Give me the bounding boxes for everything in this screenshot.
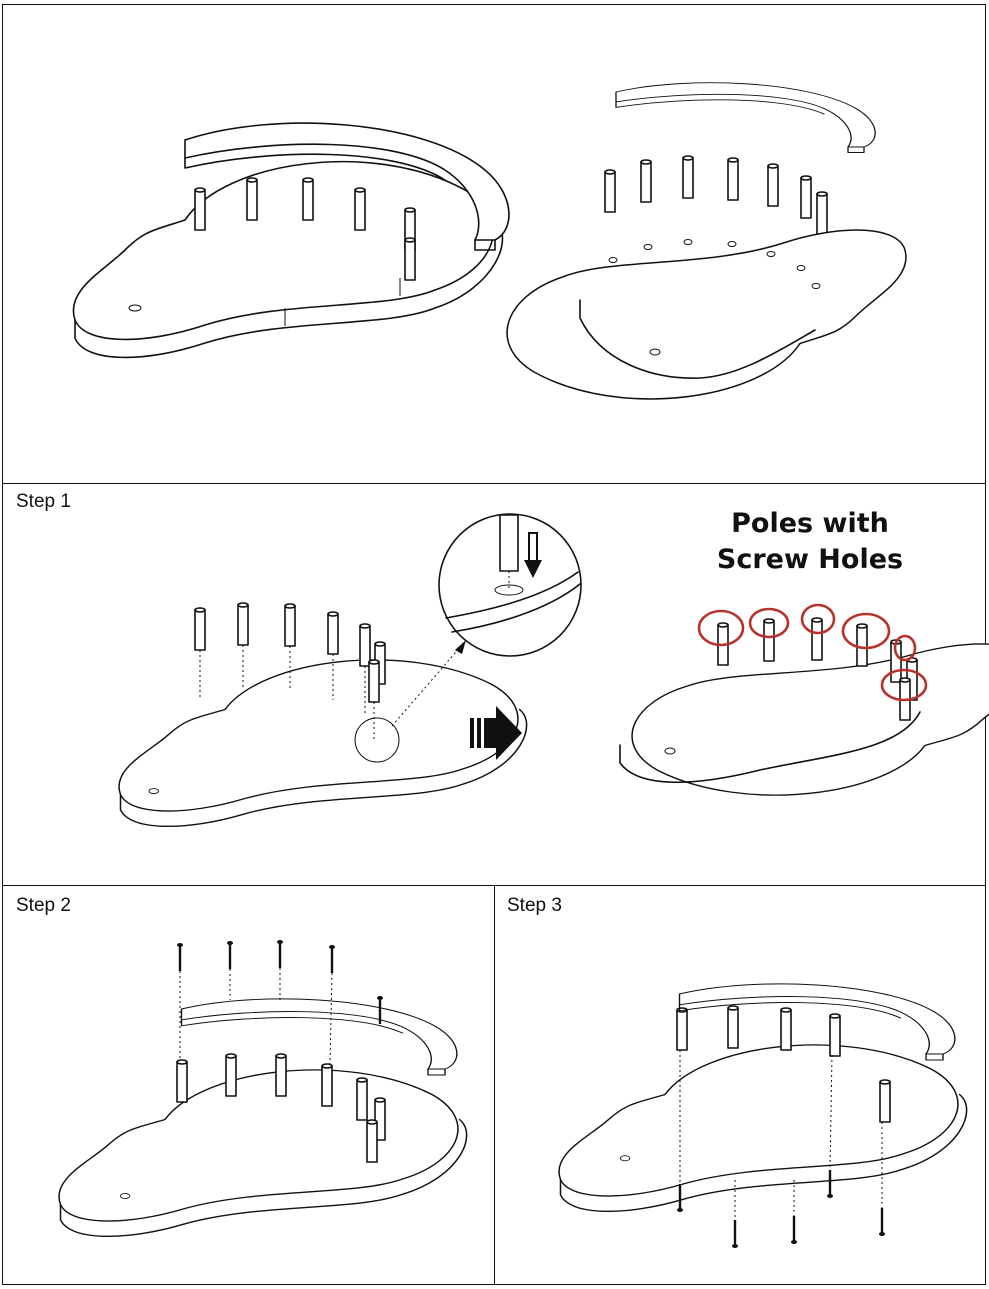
step3-screws [677,1170,885,1248]
assembled-stand [73,123,509,357]
exploded-parts [507,83,906,399]
loose-poles [605,156,827,234]
step1-result [620,605,989,795]
step2-assembly [59,940,467,1236]
step3-assembly [559,984,967,1248]
detail-zoom [439,514,581,656]
